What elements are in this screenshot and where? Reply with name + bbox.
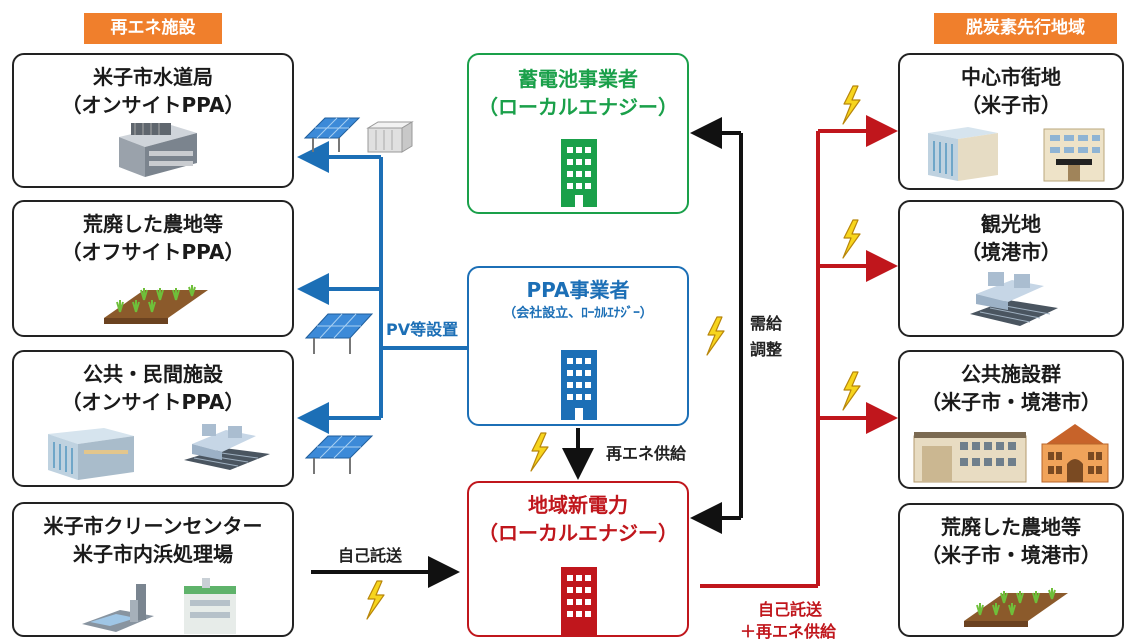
box-title: 中心市街地 <box>961 65 1061 89</box>
box-subtitle: （境港市） <box>961 240 1061 264</box>
box-subtitle: （米子市・境港市） <box>921 543 1101 567</box>
box-subtitle: （米子市・境港市） <box>921 390 1101 414</box>
renewable-facilities-header: 再エネ施設 <box>84 13 222 44</box>
battery-storage-icon <box>366 121 414 153</box>
box-subtitle: （オンサイトPPA） <box>61 390 245 414</box>
red-building-icon <box>561 567 597 635</box>
decarbonization-area-header: 脱炭素先行地域 <box>934 13 1117 44</box>
incinerator-icon <box>184 578 236 634</box>
lightning-icon <box>530 432 549 472</box>
left-box-clean-center: 米子市クリーンセンター 米子市内浜処理場 <box>12 502 294 637</box>
lightning-icon <box>366 580 385 620</box>
box-subtitle: （ローカルエナジー） <box>478 521 678 545</box>
lightning-icon <box>842 371 861 411</box>
box-title: PPA事業者 <box>526 278 630 302</box>
school-building-icon <box>1041 424 1109 483</box>
box-subtitle: （ローカルエナジー） <box>478 95 678 119</box>
box-subtitle: （オフサイトPPA） <box>61 240 245 264</box>
solar-panel-icon <box>303 117 361 152</box>
lightning-icon <box>706 316 725 356</box>
right-box-city-center: 中心市街地 （米子市） <box>898 53 1124 190</box>
supply-adjust-lines <box>690 117 743 534</box>
box-title: 荒廃した農地等 <box>941 515 1081 539</box>
apartment-building-icon <box>1043 128 1105 182</box>
public-building-icon <box>913 432 1027 483</box>
regional-power-company-box: 地域新電力 （ローカルエナジー） <box>467 481 689 637</box>
factory-solar-icon <box>184 424 270 470</box>
farmland-icon <box>104 285 208 324</box>
self-wheeling-label: 自己託送 <box>338 546 403 565</box>
left-box-public-private: 公共・民間施設 （オンサイトPPA） <box>12 350 294 487</box>
ppa-operator-box: PPA事業者 （会社設立、ﾛｰｶﾙｴﾅｼﾞｰ） <box>467 266 689 426</box>
solar-panel-icon <box>304 313 374 354</box>
box-title: 米子市水道局 <box>93 65 213 89</box>
box-subtitle: （米子市） <box>961 93 1061 117</box>
box-subtitle: （オンサイトPPA） <box>61 93 245 117</box>
box-title: 地域新電力 <box>528 493 628 517</box>
renewable-supply-label: 再エネ供給 <box>606 444 687 463</box>
box-title: 観光地 <box>981 212 1041 236</box>
treatment-plant-icon <box>82 584 154 632</box>
right-box-public-facilities: 公共施設群 （米子市・境港市） <box>898 350 1124 489</box>
box-title: 蓄電池事業者 <box>518 67 638 91</box>
pv-install-label: PV等設置 <box>386 320 459 339</box>
self-wheeling-supply-label-2: ＋再エネ供給 <box>740 622 837 641</box>
box-title: 公共施設群 <box>961 362 1061 386</box>
box-title: 公共・民間施設 <box>83 362 223 386</box>
supply-adjust-label-2: 調整 <box>750 340 783 359</box>
blue-building-icon <box>561 350 597 420</box>
box-title: 荒廃した農地等 <box>83 212 223 236</box>
tourist-facility-icon <box>970 272 1058 326</box>
supply-adjust-label-1: 需給 <box>750 314 783 333</box>
solar-panel-icon <box>304 435 374 474</box>
left-box-farmland: 荒廃した農地等 （オフサイトPPA） <box>12 200 294 337</box>
commercial-building-icon <box>928 127 998 181</box>
self-wheeling-supply-label-1: 自己託送 <box>758 600 823 619</box>
lightning-icon <box>842 85 861 125</box>
box-title: 米子市クリーンセンター <box>43 514 263 538</box>
right-box-tourist-area: 観光地 （境港市） <box>898 200 1124 337</box>
box-subtitle: 米子市内浜処理場 <box>73 542 233 566</box>
pv-distribution-lines <box>297 141 468 434</box>
lightning-icon <box>842 219 861 259</box>
office-building-icon <box>48 428 134 480</box>
box-subtitle: （会社設立、ﾛｰｶﾙｴﾅｼﾞｰ） <box>503 306 653 321</box>
left-box-water-bureau: 米子市水道局 （オンサイトPPA） <box>12 53 294 188</box>
farmland-icon <box>964 588 1068 627</box>
power-distribution-lines <box>700 115 898 588</box>
green-building-icon <box>561 139 597 207</box>
storage-operator-box: 蓄電池事業者 （ローカルエナジー） <box>467 53 689 214</box>
water-facility-icon <box>119 123 197 177</box>
right-box-farmland: 荒廃した農地等 （米子市・境港市） <box>898 503 1124 637</box>
